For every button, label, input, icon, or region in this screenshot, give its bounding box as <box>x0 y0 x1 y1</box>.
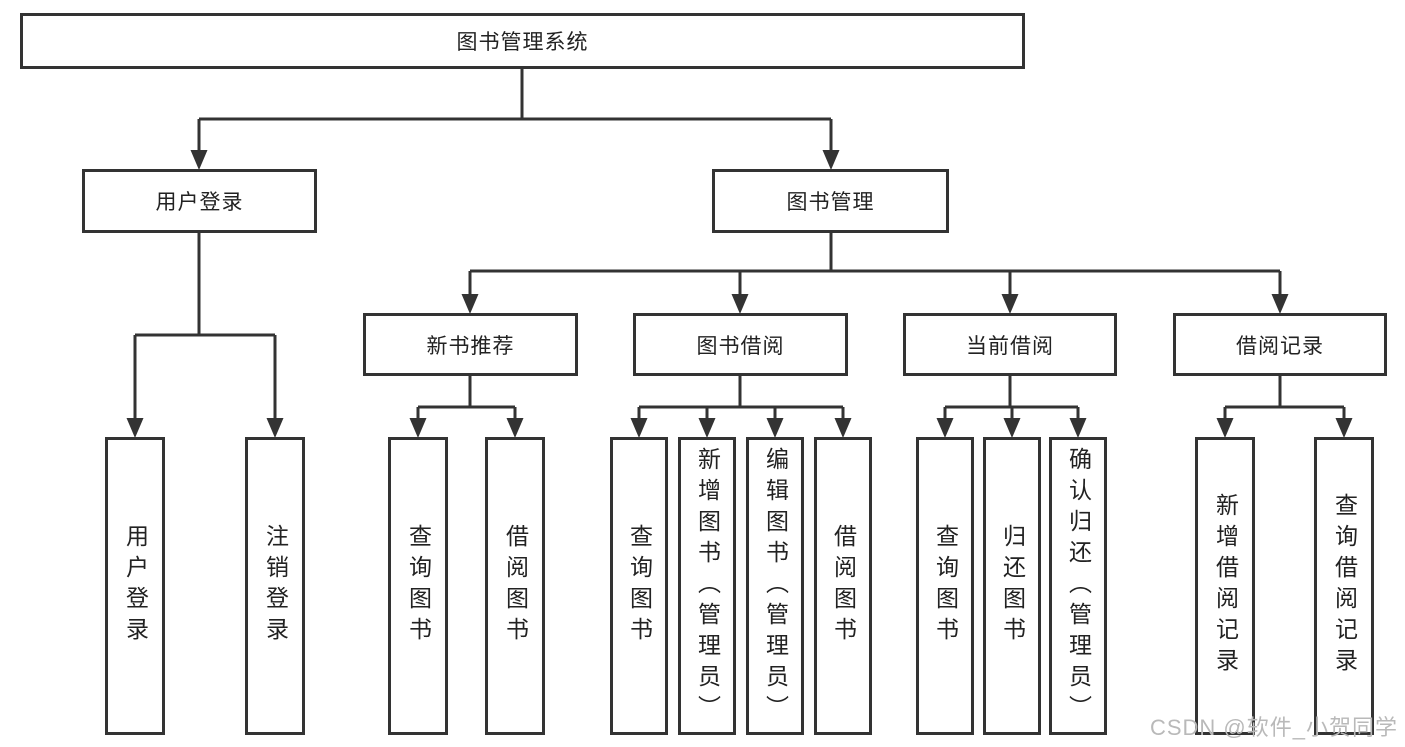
node-leaf-br-add-record-label: 新增借阅记录 <box>1212 493 1239 679</box>
connector-lines <box>133 69 1346 422</box>
node-leaf-bb-edit-book: 编辑图书（管理员） <box>746 437 804 735</box>
node-user-login-label: 用户登录 <box>155 191 244 214</box>
node-current-borrow: 当前借阅 <box>903 313 1117 376</box>
node-leaf-bb-query-book: 查询图书 <box>610 437 668 735</box>
node-leaf-cb-return-book: 归还图书 <box>983 437 1041 735</box>
node-leaf-cb-query-book-label: 查询图书 <box>932 524 959 648</box>
node-book-mgmt-label: 图书管理 <box>786 191 875 214</box>
node-leaf-bb-edit-book-label: 编辑图书（管理员） <box>762 446 789 726</box>
node-user-login: 用户登录 <box>82 169 317 233</box>
node-leaf-nbr-query-book-label: 查询图书 <box>405 524 432 648</box>
node-leaf-cb-query-book: 查询图书 <box>916 437 974 735</box>
node-leaf-br-query-record: 查询借阅记录 <box>1314 437 1374 735</box>
csdn-watermark: CSDN @软件_小贺同学 <box>1149 715 1398 740</box>
node-leaf-nbr-query-book: 查询图书 <box>388 437 448 735</box>
node-borrow-record: 借阅记录 <box>1173 313 1387 376</box>
node-leaf-bb-borrow-book-label: 借阅图书 <box>830 524 857 648</box>
node-root-label: 图书管理系统 <box>456 31 589 54</box>
node-leaf-bb-add-book: 新增图书（管理员） <box>678 437 736 735</box>
node-current-borrow-label: 当前借阅 <box>966 334 1054 358</box>
node-leaf-logout: 注销登录 <box>245 437 305 735</box>
node-leaf-cb-return-book-label: 归还图书 <box>999 524 1026 648</box>
node-book-mgmt: 图书管理 <box>712 169 949 233</box>
node-borrow-record-label: 借阅记录 <box>1236 334 1324 358</box>
node-leaf-logout-label: 注销登录 <box>262 524 289 648</box>
node-new-book-rec-label: 新书推荐 <box>426 334 515 358</box>
node-new-book-rec: 新书推荐 <box>363 313 578 376</box>
node-leaf-nbr-borrow-book-label: 借阅图书 <box>502 524 529 648</box>
node-leaf-user-login-label: 用户登录 <box>122 524 149 648</box>
node-leaf-nbr-borrow-book: 借阅图书 <box>485 437 545 735</box>
node-leaf-bb-add-book-label: 新增图书（管理员） <box>694 446 721 726</box>
node-book-borrow: 图书借阅 <box>633 313 848 376</box>
arrowhead-icons <box>126 150 1353 438</box>
node-root: 图书管理系统 <box>20 13 1025 69</box>
node-leaf-bb-query-book-label: 查询图书 <box>626 524 653 648</box>
node-leaf-cb-confirm-return: 确认归还（管理员） <box>1049 437 1107 735</box>
node-leaf-br-query-record-label: 查询借阅记录 <box>1331 493 1358 679</box>
node-book-borrow-label: 图书借阅 <box>696 334 785 358</box>
node-leaf-cb-confirm-return-label: 确认归还（管理员） <box>1065 446 1092 726</box>
node-leaf-user-login: 用户登录 <box>105 437 165 735</box>
node-leaf-bb-borrow-book: 借阅图书 <box>814 437 872 735</box>
node-leaf-br-add-record: 新增借阅记录 <box>1195 437 1255 735</box>
